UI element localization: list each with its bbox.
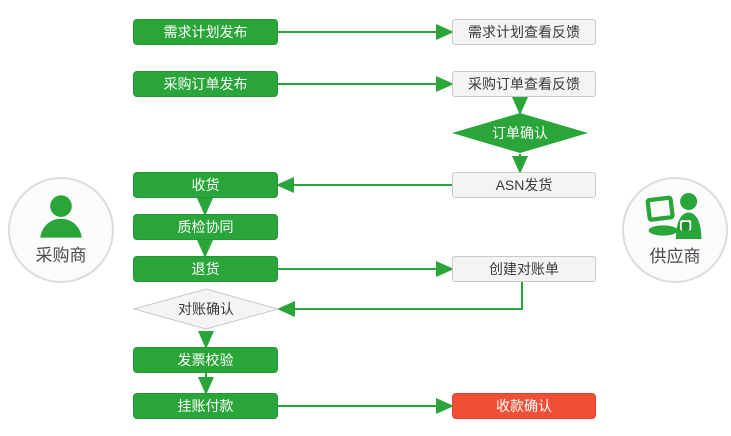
node-receiving: 收货 bbox=[133, 172, 278, 198]
node-order-confirm-label: 订单确认 bbox=[492, 125, 548, 141]
diamond-shape-white bbox=[133, 288, 279, 330]
node-invoice-check: 发票校验 bbox=[133, 347, 278, 373]
buyer-person-icon bbox=[40, 195, 82, 238]
actor-buyer-label: 采购商 bbox=[35, 246, 87, 265]
node-demand-plan-feedback: 需求计划查看反馈 bbox=[452, 19, 596, 45]
node-quality-collab: 质检协同 bbox=[133, 214, 278, 240]
node-demand-plan-publish: 需求计划发布 bbox=[133, 19, 278, 45]
node-return-goods: 退货 bbox=[133, 256, 278, 282]
node-booked-payment: 挂账付款 bbox=[133, 393, 278, 419]
node-order-confirm-decision: 订单确认 bbox=[452, 113, 588, 153]
actor-buyer: 采购商 bbox=[8, 177, 114, 283]
node-purchase-order-feedback: 采购订单查看反馈 bbox=[452, 71, 596, 97]
node-payment-confirm: 收款确认 bbox=[452, 393, 596, 419]
diamond-shape-green bbox=[452, 113, 588, 153]
actor-supplier-label: 供应商 bbox=[649, 247, 701, 266]
supplier-laptop-icon bbox=[645, 193, 702, 239]
node-purchase-order-publish: 采购订单发布 bbox=[133, 71, 278, 97]
node-reconcile-confirm-label: 对账确认 bbox=[178, 301, 234, 317]
node-create-statement: 创建对账单 bbox=[452, 256, 596, 282]
actor-supplier: 供应商 bbox=[622, 177, 728, 283]
node-asn-ship: ASN发货 bbox=[452, 172, 596, 198]
node-reconcile-confirm-decision: 对账确认 bbox=[133, 288, 279, 330]
